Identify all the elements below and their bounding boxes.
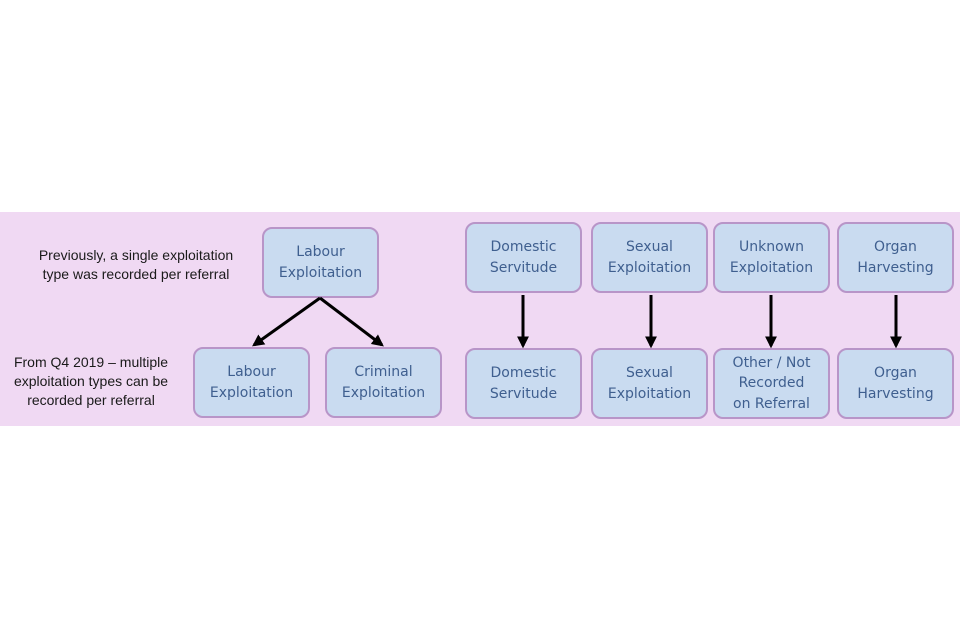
box-line: Criminal	[354, 364, 413, 380]
box-line: on Referral	[733, 395, 810, 412]
box-line: Exploitation	[607, 385, 692, 402]
box-line: Servitude	[489, 385, 558, 402]
box-line: Harvesting	[857, 385, 934, 402]
box-line: Sexual	[626, 239, 673, 255]
box-line: Exploitation	[209, 384, 294, 401]
note-line: exploitation types can be	[13, 373, 169, 389]
box-line: Sexual	[626, 365, 673, 381]
box-line: Exploitation	[607, 259, 692, 276]
box-line: Organ	[874, 365, 917, 381]
box-line: Labour	[227, 364, 276, 380]
box-line: Exploitation	[278, 264, 363, 281]
box-line: Exploitation	[729, 259, 814, 276]
note-previously: Previously, a single exploitation type w…	[20, 246, 252, 284]
note-from-q4-2019: From Q4 2019 – multiple exploitation typ…	[0, 353, 182, 410]
note-line: From Q4 2019 – multiple	[13, 354, 169, 370]
box-line: Unknown	[739, 239, 804, 255]
box-line: Exploitation	[341, 384, 426, 401]
note-line: recorded per referral	[27, 392, 155, 408]
box-line: Harvesting	[857, 259, 934, 276]
box-line: Labour	[296, 244, 345, 260]
box-line: Other / Not	[732, 354, 811, 371]
note-line: type was recorded per referral	[42, 266, 230, 282]
box-line: Organ	[874, 239, 917, 255]
box-line: Domestic	[490, 365, 557, 381]
box-line: Domestic	[490, 239, 557, 255]
box-line: Recorded	[738, 375, 805, 392]
box-line: Servitude	[489, 259, 558, 276]
note-line: Previously, a single exploitation	[38, 247, 234, 263]
